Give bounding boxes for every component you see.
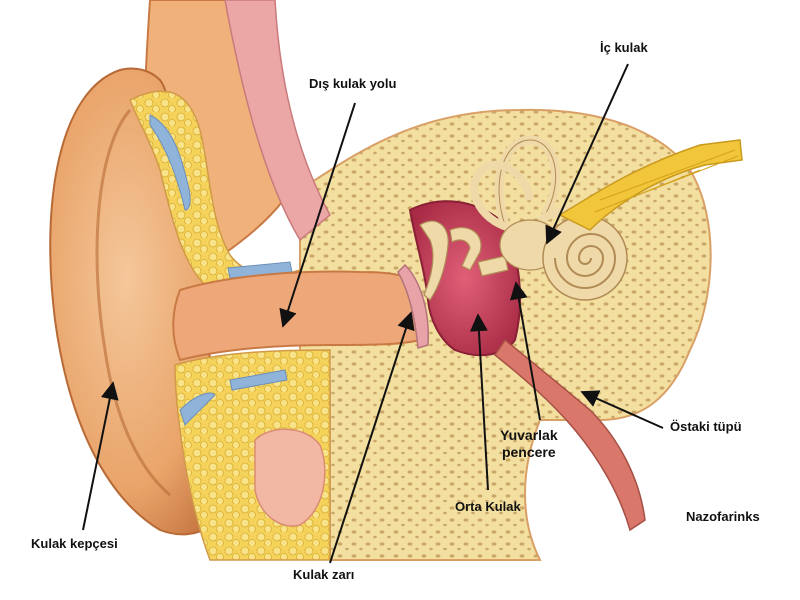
label-yuvarlak-pencere-line1: Yuvarlak xyxy=(500,427,558,444)
label-nazofarinks: Nazofarinks xyxy=(686,509,760,524)
label-yuvarlak-pencere: Yuvarlak pencere xyxy=(500,427,558,461)
label-orta-kulak: Orta Kulak xyxy=(455,499,521,514)
label-yuvarlak-pencere-line2: pencere xyxy=(500,444,558,461)
label-ic-kulak: İç kulak xyxy=(600,40,648,55)
label-kulak-kepcesi: Kulak kepçesi xyxy=(31,536,118,551)
label-kulak-zari: Kulak zarı xyxy=(293,567,354,582)
lower-pink-tissue xyxy=(255,429,325,526)
cochlea xyxy=(543,216,627,300)
label-ostaki-tupu: Östaki tüpü xyxy=(670,419,742,434)
label-dis-kulak-yolu: Dış kulak yolu xyxy=(309,76,396,91)
